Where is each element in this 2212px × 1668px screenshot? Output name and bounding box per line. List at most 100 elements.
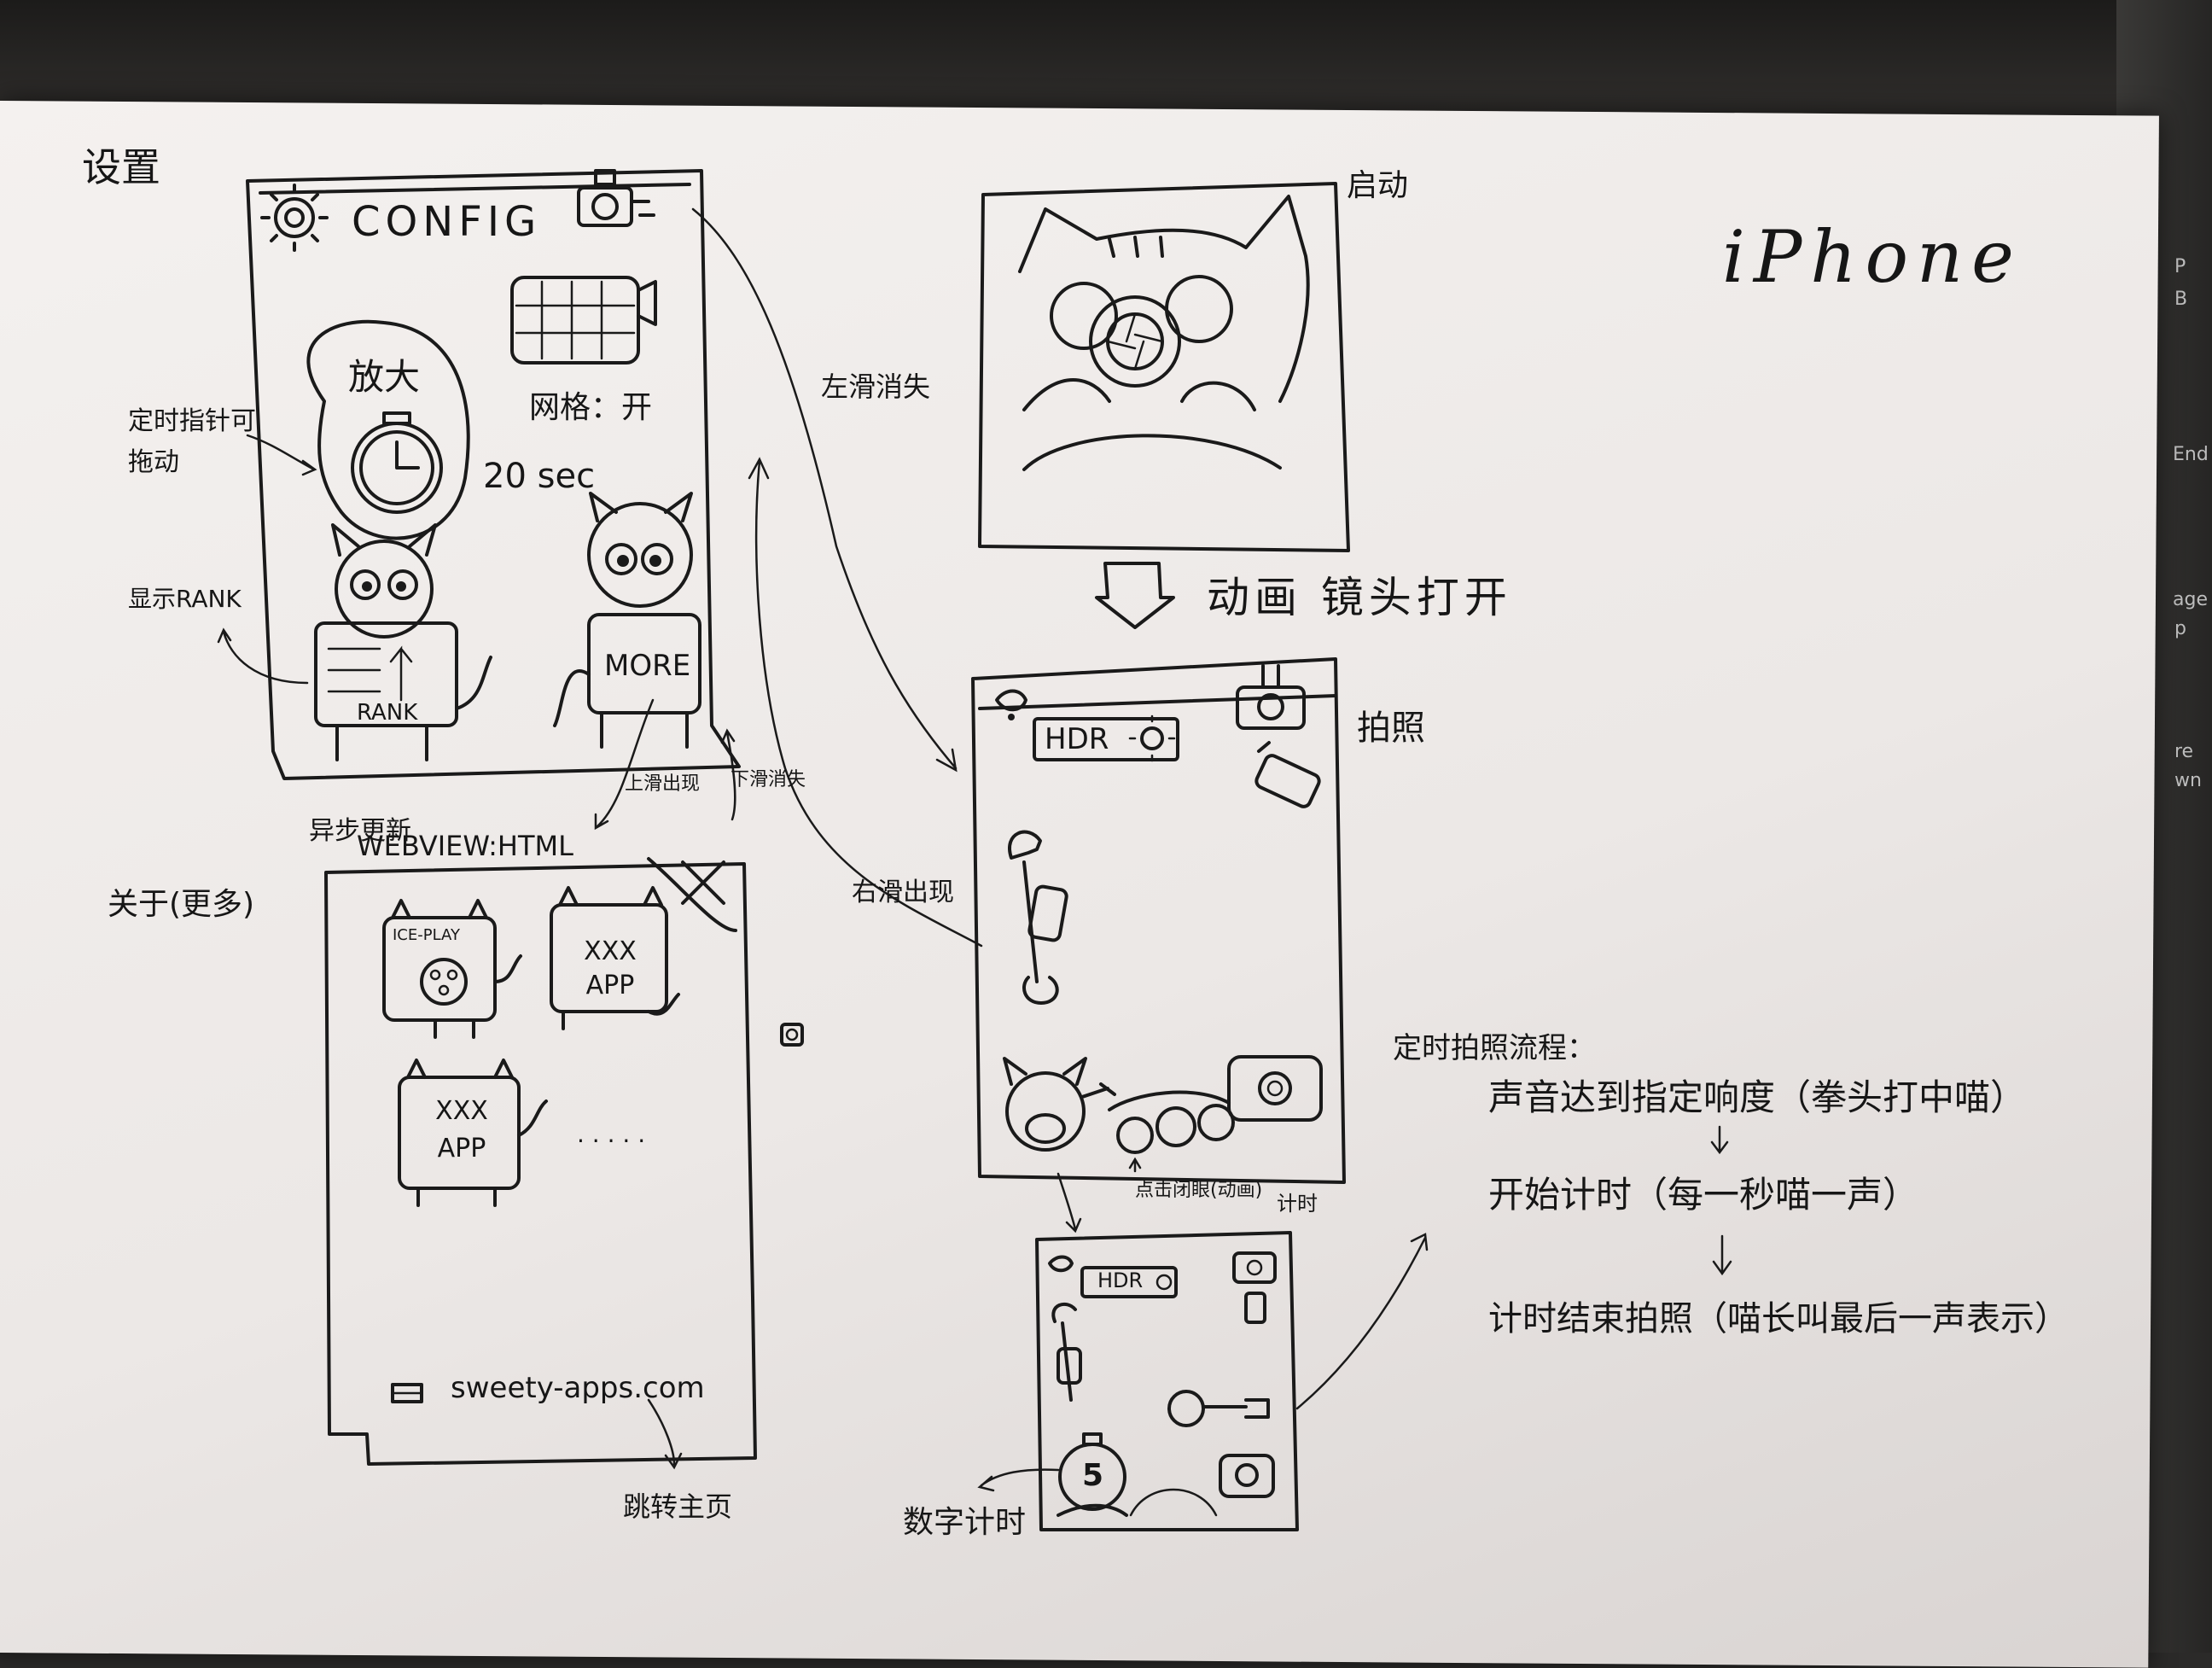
camera-switch-icon-2 xyxy=(1236,664,1306,730)
flow-step-2: 开始计时（每一秒喵一声） xyxy=(1488,1174,1919,1216)
grid-icon xyxy=(510,276,657,365)
rank-cat-icon xyxy=(314,523,492,761)
gear-icon xyxy=(260,184,329,252)
lens-shutter-icon xyxy=(1089,295,1181,388)
flow-step-1: 声音达到指定响度（拳头打中喵） xyxy=(1488,1076,2027,1118)
page-title: iPhone xyxy=(1722,215,2023,299)
camera-switch-icon xyxy=(577,169,655,227)
launch-screen-frame xyxy=(978,182,1350,552)
flow-step-3: 计时结束拍照（喵长叫最后一声表示） xyxy=(1488,1299,2069,1338)
timer-screen xyxy=(1035,1231,1299,1531)
digital-timer-label: 数字计时 xyxy=(903,1505,1027,1540)
countdown-digit: 5 xyxy=(1082,1458,1104,1493)
hdr-toggle-button-2 xyxy=(1080,1266,1178,1298)
stopwatch-icon xyxy=(351,411,443,514)
shutter-button-2 xyxy=(1219,1454,1275,1498)
edge-text: End xyxy=(2173,444,2209,465)
ellipsis: · · · · · xyxy=(577,1127,646,1155)
about-more-label: 关于(更多) xyxy=(108,887,255,922)
edge-text: P xyxy=(2174,256,2186,277)
edge-text: age xyxy=(2173,589,2208,610)
webview-label: WEBVIEW:HTML xyxy=(357,830,573,862)
cats-silhouette xyxy=(1129,1488,1218,1517)
flash-icon xyxy=(995,689,1027,720)
globe-icon xyxy=(391,1383,423,1403)
blink-anim-label: 点击闭眼(动画) xyxy=(1135,1180,1263,1201)
flash-icon-2 xyxy=(1048,1255,1074,1273)
fist-cat-icon-2 xyxy=(1167,1390,1270,1427)
grid-label: 网格：开 xyxy=(529,390,653,425)
config-wrench-icon xyxy=(1008,830,1068,1005)
arrow-digital-timer xyxy=(977,1468,1060,1492)
swipe-up-label: 上滑出现 xyxy=(625,773,701,795)
website-link[interactable]: sweety-apps.com xyxy=(451,1371,705,1405)
close-icon xyxy=(647,857,737,932)
down-arrow-icon xyxy=(1095,562,1175,629)
edge-text: wn xyxy=(2174,770,2202,791)
config-screen xyxy=(246,169,741,780)
show-rank-label: 显示RANK xyxy=(128,585,242,613)
rank-button[interactable]: RANK xyxy=(357,700,418,726)
zoom-label: 放大 xyxy=(348,356,421,398)
arrow-swipe-up xyxy=(594,698,655,831)
camera-screen-frame xyxy=(971,657,1346,1184)
timer-screen-frame xyxy=(1035,1231,1299,1531)
camera-switch-icon-3 xyxy=(1232,1251,1277,1284)
config-title: CONFIG xyxy=(352,198,542,246)
arrow-goto-home xyxy=(647,1398,683,1470)
anim-lens-label: 动画 镜头打开 xyxy=(1207,573,1512,622)
launch-label: 启动 xyxy=(1347,168,1409,203)
cats-row-icon xyxy=(1108,1090,1235,1154)
fist-cat-icon xyxy=(1003,1057,1116,1152)
arrow-blink xyxy=(1128,1157,1142,1173)
goto-home-label: 跳转主页 xyxy=(623,1490,733,1523)
flow-title: 定时拍照流程： xyxy=(1393,1031,1596,1065)
arrow-swipe-left-hide xyxy=(691,207,958,773)
countdown-timer-icon xyxy=(1057,1432,1128,1517)
arrow-timer-note xyxy=(246,434,317,476)
app-icon-xxx-1 xyxy=(550,886,680,1030)
app1-label[interactable]: ICE-PLAY xyxy=(393,926,460,944)
timer-note: 定时指针可拖动 xyxy=(128,406,256,477)
app3-label[interactable]: XXX APP xyxy=(435,1096,488,1164)
about-screen xyxy=(324,862,757,1466)
arrow-swipe-down xyxy=(720,728,736,821)
arrow-swipe-right-show xyxy=(748,457,983,948)
app-icon-ice-play xyxy=(382,899,522,1039)
about-screen-frame xyxy=(324,862,757,1466)
edge-text: re xyxy=(2174,741,2194,762)
swipe-down-label: 下滑消失 xyxy=(731,769,806,790)
zoom-bubble xyxy=(306,319,470,540)
config-wrench-icon-2 xyxy=(1051,1302,1082,1402)
arrow-flow-2 xyxy=(1712,1234,1732,1276)
arrow-to-flow xyxy=(1295,1233,1429,1410)
timer-short-label: 计时 xyxy=(1277,1192,1318,1216)
timer-value: 20 sec xyxy=(483,457,596,496)
config-screen-frame xyxy=(246,169,741,780)
hdr-toggle-button xyxy=(1033,714,1179,762)
settings-label: 设置 xyxy=(82,144,160,190)
swipe-right-label: 右滑出现 xyxy=(852,878,954,907)
edge-text: p xyxy=(2174,618,2186,639)
arrow-flow-1 xyxy=(1710,1125,1729,1155)
arrow-show-rank xyxy=(217,627,309,685)
camera-screen xyxy=(971,657,1346,1184)
arrow-to-timer-screen xyxy=(1057,1172,1082,1234)
app2-label[interactable]: XXX APP xyxy=(584,936,637,1000)
side-mark-icon xyxy=(780,1023,804,1047)
gallery-roll-icon-2 xyxy=(1244,1292,1266,1324)
app-icon-xxx-2 xyxy=(398,1059,548,1207)
hdr-label[interactable]: HDR xyxy=(1045,722,1109,756)
edge-text: B xyxy=(2174,289,2188,310)
more-cat-icon xyxy=(553,492,701,749)
cat-face-icon xyxy=(1018,195,1310,471)
more-button[interactable]: MORE xyxy=(604,649,691,683)
gallery-roll-icon xyxy=(1254,741,1321,808)
swipe-left-label: 左滑消失 xyxy=(821,370,931,403)
camera-label: 拍照 xyxy=(1357,709,1425,748)
launch-screen xyxy=(978,182,1350,552)
async-update-label: 异步更新 xyxy=(309,816,411,846)
hdr-label-2[interactable]: HDR xyxy=(1097,1268,1144,1292)
shutter-button xyxy=(1227,1055,1323,1122)
